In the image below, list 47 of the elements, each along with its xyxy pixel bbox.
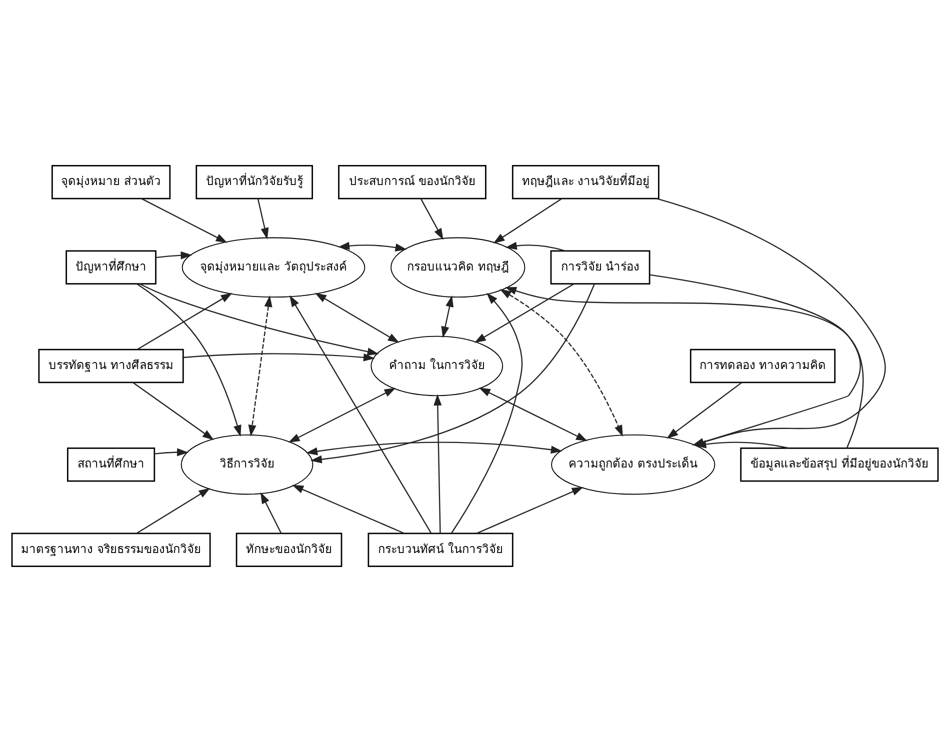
arrow [434,393,442,533]
arrow [500,288,623,436]
node-box: ทฤษฎีและ งานวิจัยที่มีอยู่ [512,164,660,199]
arrow [306,441,562,455]
arrow [292,484,405,534]
arrow [136,488,210,534]
arrow [132,381,214,440]
arrow [248,294,272,436]
node-box: กระบวนทัศน์ ในการวิจัย [368,532,514,567]
arrow [493,198,562,243]
node-box: ข้อมูลและข้อสรุป ที่มีอยู่ของนักวิจัย [740,446,939,482]
arrow [441,294,454,338]
arrow [338,241,407,251]
arrow [476,486,584,534]
node-box: บรรทัดฐาน ทางศีลธรรม [38,348,184,383]
node-box: สถานที่ศึกษา [67,446,156,482]
arrow [154,448,189,456]
node-box: การวิจัย นำร่อง [550,250,650,284]
arrow [505,241,566,252]
arrow [156,250,192,259]
arrow [504,286,864,448]
node-box: การทดลอง ทางความคิด [690,348,836,383]
arrow [450,292,523,534]
arrow [420,198,444,240]
arrow [310,283,595,463]
arrow [290,294,432,533]
node-box: จุดมุ่งหมาย ส่วนตัว [51,164,171,199]
arrow [136,292,232,350]
arrow [260,492,282,534]
node-box: มาตรฐานทาง จริยธรรมของนักวิจัย [11,532,211,567]
arrow [694,440,789,448]
arrow [474,282,574,342]
arrow [656,197,886,446]
arrow [139,282,379,356]
node-box: ทักษะของนักวิจัย [236,532,342,567]
arrow [666,381,742,438]
node-box: ปัญหาที่นักวิจัยรับรู้ [196,164,313,199]
node-box: ปัญหาที่ศึกษา [66,250,156,284]
arrow [257,198,269,239]
arrow [650,274,861,446]
arrow [136,282,242,436]
arrow [183,352,376,361]
arrow [478,387,588,441]
arrow [141,198,228,242]
node-box: ประสบการณ์ ของนักวิจัย [338,164,486,199]
arrow [288,387,396,442]
arrow [314,292,400,342]
